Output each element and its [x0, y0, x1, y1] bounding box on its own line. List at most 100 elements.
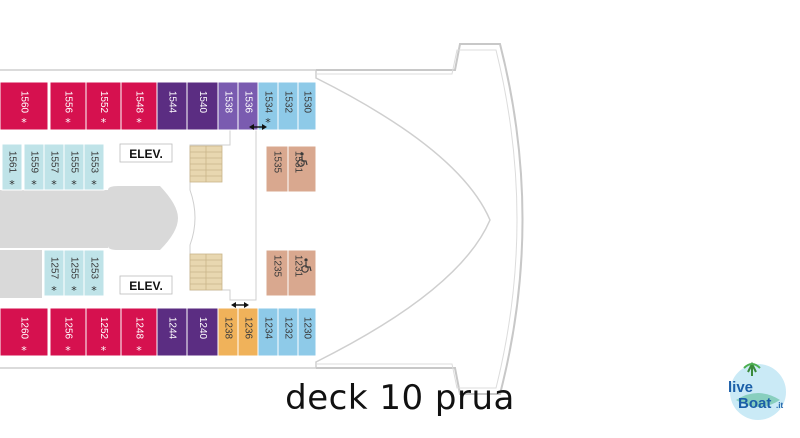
connecting-arrow-upper [249, 124, 267, 130]
cabin-1230: 1230 [297, 307, 317, 357]
cabin-number: 1557 [48, 151, 59, 174]
cabin-fill [186, 307, 219, 357]
logo-suffix: .it [776, 401, 783, 410]
cabin-star: * [136, 116, 142, 129]
cabin-fill [0, 307, 49, 357]
cabin-number: 1244 [166, 317, 177, 340]
cabin-1256: 1256 * [49, 307, 87, 357]
cabin-1530: 1530 [297, 81, 317, 131]
cabin-1255: 1255 * [63, 249, 85, 297]
cabin-number: 1530 [301, 91, 312, 114]
cabin-number: 1559 [28, 151, 39, 174]
cabin-star: * [9, 178, 15, 191]
cabin-fill [297, 307, 317, 357]
cabin-star: * [65, 116, 71, 129]
cabin-1234: 1234 [257, 307, 279, 357]
elevator-upper-label: ELEV. [129, 147, 163, 161]
deck-caption: deck 10 prua [0, 378, 800, 418]
cabin-fill [1, 143, 23, 191]
wheelchair-icon [297, 152, 308, 167]
cabin-fill [120, 81, 158, 131]
cabin-star: * [31, 178, 37, 191]
cabin-number: 1536 [242, 91, 253, 114]
cabin-fill [49, 81, 87, 131]
cabin-number: 1540 [197, 91, 208, 114]
cabin-number: 1248 [133, 317, 144, 340]
cabin-number: 1230 [301, 317, 312, 340]
cabin-number: 1260 [18, 317, 29, 340]
cabin-number: 1534 [262, 91, 273, 114]
cabin-number: 1552 [98, 91, 109, 114]
cabin-star: * [91, 178, 97, 191]
cabin-fill [265, 249, 289, 297]
cabin-number: 1231 [292, 255, 303, 278]
cabin-1548: 1548 * [120, 81, 158, 131]
stairs-lower [189, 253, 223, 291]
cabin-number: 1532 [282, 91, 293, 114]
cabin-1244: 1244 [156, 307, 188, 357]
central-block-round [108, 186, 178, 250]
cabin-1535: 1535 [265, 145, 289, 193]
deck-caption-text: deck 10 prua [285, 378, 515, 418]
cabin-1257: 1257* [43, 249, 65, 297]
cabin-number: 1544 [166, 91, 177, 114]
cabin-fill [49, 307, 87, 357]
cabin-fill [120, 307, 158, 357]
cabin-number: 1538 [222, 91, 233, 114]
wheelchair-icon [301, 258, 312, 273]
cabin-star: * [265, 116, 271, 129]
cabin-number: 1256 [62, 317, 73, 340]
cabin-star: * [101, 116, 107, 129]
cabin-fill [85, 81, 122, 131]
cabin-number: 1253 [88, 257, 99, 280]
cabin-star: * [71, 284, 77, 297]
bow-inner-outline [316, 49, 518, 389]
cabin-1560: 1560* [0, 81, 49, 131]
cabin-1557: 1557* [43, 143, 65, 191]
cabin-1538: 1538 [217, 81, 239, 131]
cabin-1536: 1536 [237, 81, 259, 131]
cabin-fill [265, 145, 289, 193]
cabin-number: 1257 [48, 257, 59, 280]
cabin-1555: 1555 * [63, 143, 85, 191]
cabin-star: * [21, 344, 27, 357]
cabin-1260: 1260 * [0, 307, 49, 357]
cabin-fill [287, 249, 317, 297]
cabin-1238: 1238 [217, 307, 239, 357]
cabins-layer: 1560* 1556 * 1552 * 1548 * 1544 1540 1538 1536 1534… [0, 81, 317, 357]
cabin-number: 1240 [197, 317, 208, 340]
cabin-number: 1556 [62, 91, 73, 114]
cabin-1544: 1544 [156, 81, 188, 131]
cabin-fill [0, 81, 49, 131]
cabin-number: 1535 [271, 151, 282, 174]
cabin-star: * [65, 344, 71, 357]
cabin-1540: 1540 [186, 81, 219, 131]
connecting-arrow-lower [231, 302, 249, 308]
cabin-number: 1238 [222, 317, 233, 340]
cabin-number: 1232 [282, 317, 293, 340]
stairs-upper [189, 145, 223, 183]
cabin-number: 1236 [242, 317, 253, 340]
elevator-lower-label: ELEV. [129, 279, 163, 293]
cabin-1232: 1232 [277, 307, 299, 357]
central-block-left-bottom [0, 250, 42, 298]
cabin-1556: 1556 * [49, 81, 87, 131]
cabin-1252: 1252* [85, 307, 122, 357]
cabin-fill [83, 143, 105, 191]
cabin-number: 1255 [68, 257, 79, 280]
cabin-fill [297, 81, 317, 131]
logo-line1: live [728, 379, 753, 396]
cabin-1561: 1561* [1, 143, 23, 191]
cabin-star: * [21, 116, 27, 129]
cabin-star: * [71, 178, 77, 191]
cabin-number: 1553 [88, 151, 99, 174]
cabin-number: 1235 [271, 255, 282, 278]
cabin-number: 1555 [68, 151, 79, 174]
bow-outline [316, 43, 524, 395]
elevator-upper: ELEV. [119, 143, 173, 163]
cabin-number: 1234 [262, 317, 273, 340]
liveboat-logo: live Boat .it [728, 361, 786, 420]
cabin-1240: 1240 [186, 307, 219, 357]
cabin-number: 1548 [133, 91, 144, 114]
